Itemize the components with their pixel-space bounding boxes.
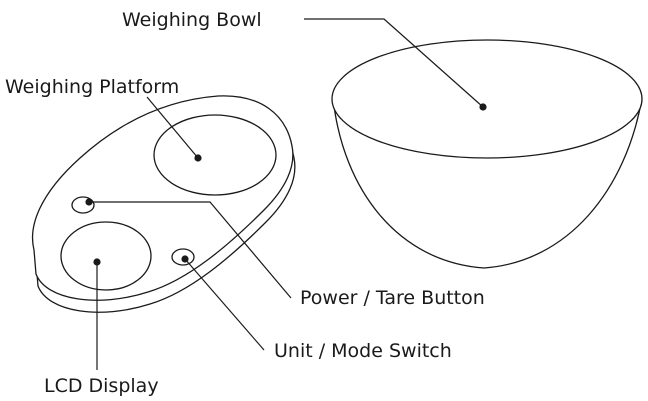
- leader-unit-mode-switch: [184, 258, 265, 351]
- weighing-platform: [153, 114, 277, 196]
- label-weighing-platform: Weighing Platform: [5, 76, 179, 98]
- label-unit-mode-switch: Unit / Mode Switch: [274, 340, 452, 362]
- leader-power-tare-button: [89, 201, 292, 299]
- label-weighing-bowl: Weighing Bowl: [122, 9, 262, 31]
- leader-weighing-bowl: [304, 18, 484, 108]
- dot-power-tare-button: [85, 198, 93, 206]
- dot-weighing-bowl: [479, 103, 487, 111]
- dot-lcd-display: [93, 258, 101, 266]
- dot-weighing-platform: [194, 154, 202, 162]
- dot-unit-mode-switch: [181, 255, 189, 263]
- label-lcd-display: LCD Display: [44, 375, 159, 397]
- leader-weighing-platform: [146, 96, 199, 159]
- label-power-tare-button: Power / Tare Button: [300, 287, 485, 309]
- lcd-display: [60, 221, 152, 291]
- weighing-bowl-rim: [331, 39, 643, 159]
